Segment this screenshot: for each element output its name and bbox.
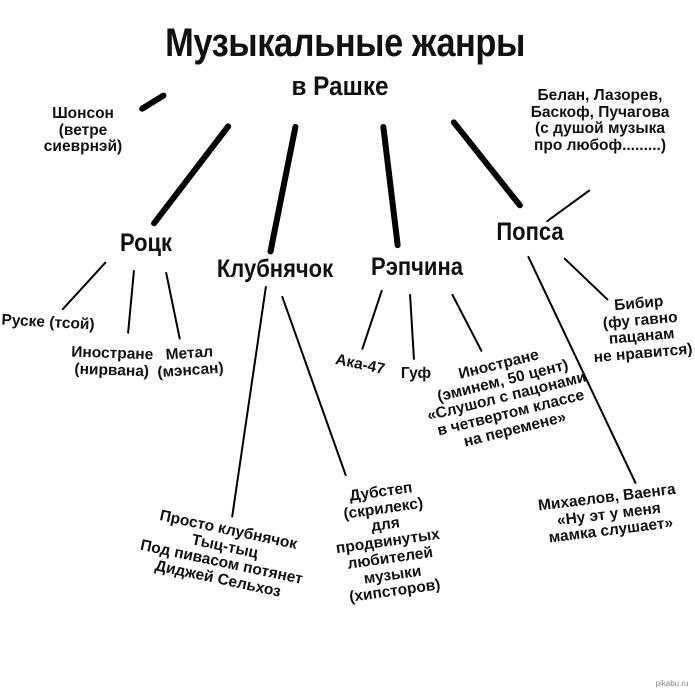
connector-rap-foreign	[451, 293, 483, 353]
connector-rap-aka	[361, 289, 383, 351]
node-rap-aka: Ака-47	[333, 351, 387, 379]
connector-rock	[149, 122, 233, 228]
diagram-title: Музыкальные жанры	[165, 21, 525, 65]
node-rock-metal: Метал (мэнсан)	[156, 343, 225, 382]
connector-rock-foreign	[127, 269, 135, 335]
connector-club-simple	[231, 285, 267, 519]
node-rap-guf: Гуф	[400, 365, 432, 382]
node-rap-foreign: Иностране (эминем, 50 цент) «Слушол с па…	[425, 346, 588, 451]
connector-pop	[449, 118, 525, 210]
connector-rock-russian	[61, 261, 107, 311]
connector-shanson	[138, 91, 168, 113]
node-club: Клубнячок	[216, 255, 334, 283]
node-pop-bieber: Бибир (фу гавно пацанам не нравится)	[593, 292, 694, 367]
node-pop: Попса	[496, 218, 564, 246]
connector-club	[267, 123, 299, 255]
diagram-subtitle: в Рашке	[291, 71, 389, 101]
node-pop-mikhaelov: Михаелов, Ваенга «Ну эт у меня мамка слу…	[537, 480, 677, 547]
connector-pop-bieber	[563, 257, 609, 301]
node-rock-russian: Руске (тсой)	[1, 311, 96, 334]
watermark: pikabu.ru	[655, 679, 689, 688]
node-rap: Рэпчина	[371, 253, 463, 281]
node-pop-belan: Белан, Лазорев, Баскоф, Пучагова (с душо…	[530, 87, 670, 155]
connector-rap-guf	[409, 293, 415, 361]
connector-club-dubstep	[281, 295, 347, 477]
connector-rap	[380, 123, 401, 249]
node-shanson: Шонсон (ветре сиеврнэй)	[43, 105, 123, 156]
node-rock: Роцк	[119, 229, 173, 257]
node-club-simple: Просто клубнячок Тыц-тыц Под пивасом пот…	[138, 507, 305, 601]
connector-rock-metal	[165, 271, 181, 341]
node-club-dubstep: Дубстеп (скрилекс) для продвинутых любит…	[334, 479, 442, 607]
